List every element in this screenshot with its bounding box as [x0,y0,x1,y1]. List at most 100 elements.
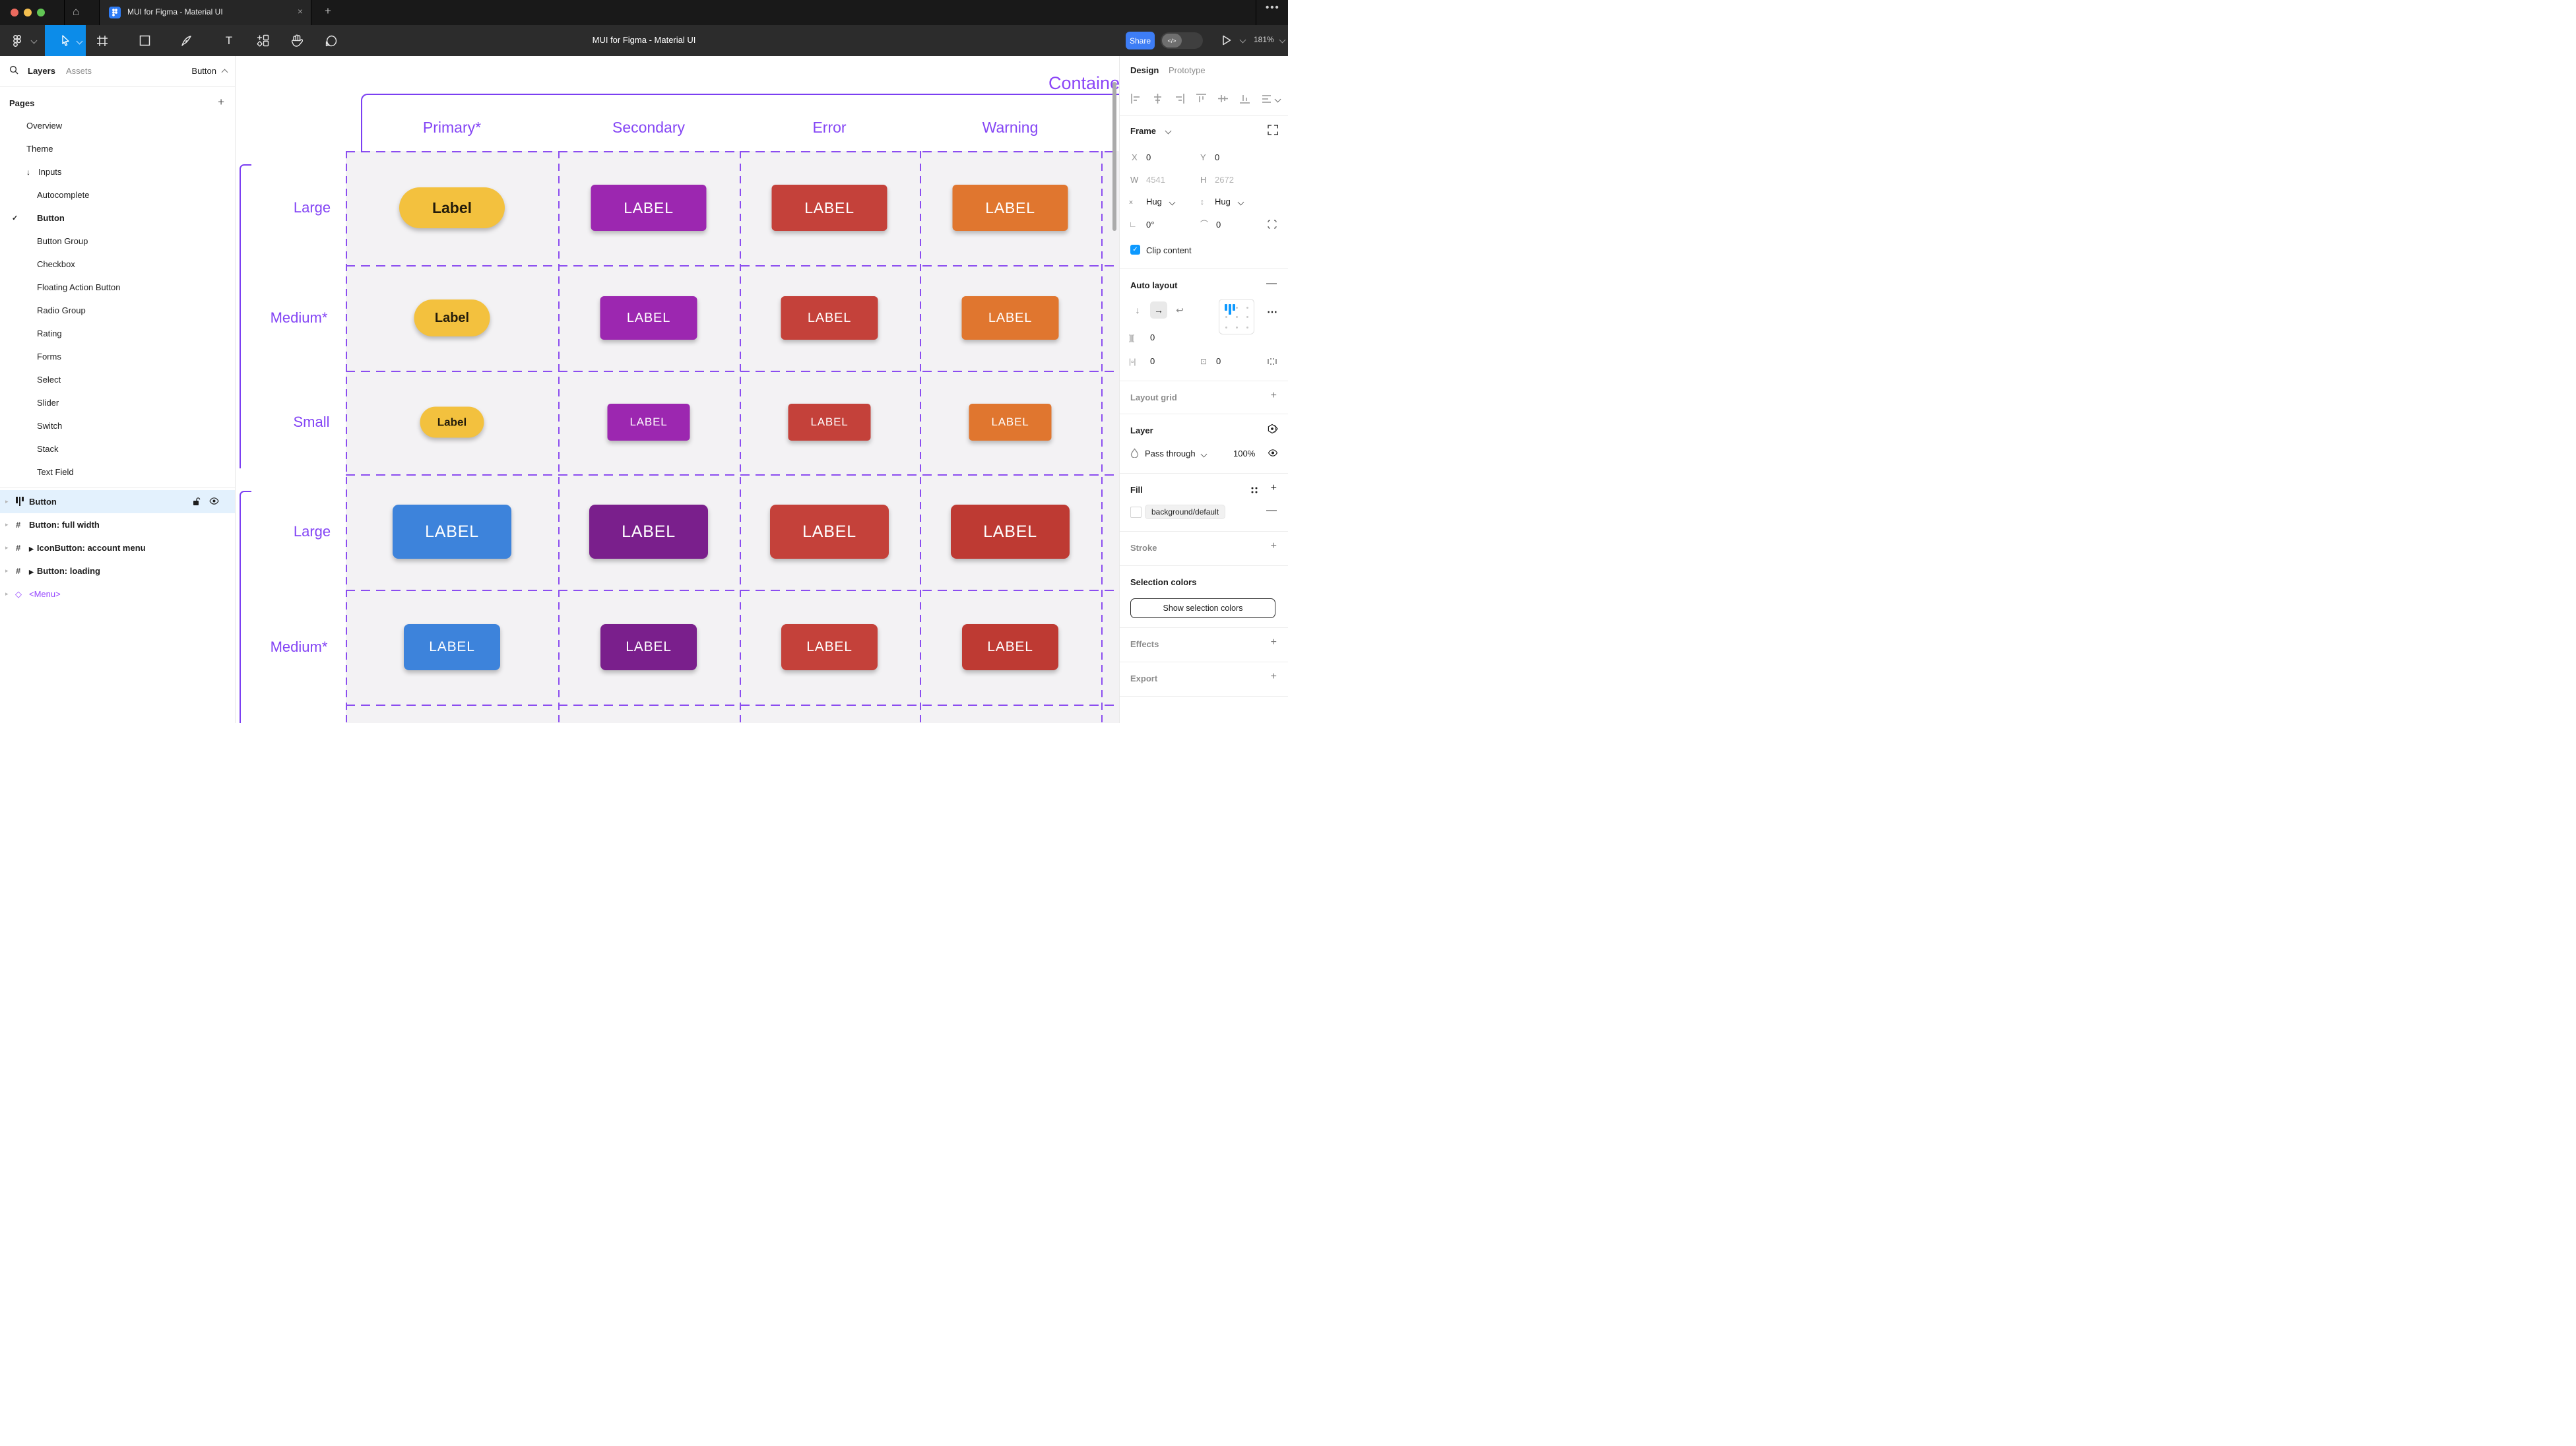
file-tab[interactable]: MUI for Figma - Material UI × [99,0,311,25]
page-item[interactable]: Text Field [37,467,74,477]
layer-row-button[interactable]: ▸ Button [0,490,235,513]
button-component[interactable]: LABEL [393,505,511,559]
fill-style-chip[interactable]: background/default [1145,505,1226,519]
gap-value[interactable]: 0 [1150,332,1155,342]
independent-padding-icon[interactable] [1268,357,1277,366]
layer-row-frame[interactable]: ▸ # Button: full width [5,520,100,530]
button-component[interactable]: LABEL [969,404,1052,441]
button-component[interactable]: LABEL [607,404,690,441]
align-right-icon[interactable] [1174,93,1185,104]
blend-mode-value[interactable]: Pass through [1145,449,1196,458]
opacity-value[interactable]: 100% [1233,449,1256,458]
layer-row-frame[interactable]: ▸ # ▶Button: loading [5,566,100,576]
page-item[interactable]: Rating [37,329,62,338]
x-value[interactable]: 0 [1146,152,1151,162]
rotation-value[interactable]: 0° [1146,220,1155,230]
button-component[interactable]: LABEL [951,505,1070,559]
page-item[interactable]: Stack [37,444,59,454]
new-tab-button[interactable]: + [325,5,331,17]
clip-content-label[interactable]: Clip content [1146,245,1192,255]
button-component[interactable]: LABEL [404,624,500,670]
independent-corners-icon[interactable] [1268,220,1277,229]
rectangle-tool-button[interactable] [135,25,154,56]
expand-chevron-icon[interactable]: ▸ [5,521,9,528]
h-value[interactable]: 2672 [1215,175,1234,185]
button-component[interactable]: LABEL [952,185,1068,231]
page-item[interactable]: Forms [37,352,61,362]
remove-auto-layout-button[interactable]: — [1266,278,1277,289]
corner-radius-value[interactable]: 0 [1216,220,1221,230]
share-button[interactable]: Share [1126,32,1155,49]
chevron-down-icon[interactable] [1237,199,1244,206]
auto-layout-more-icon[interactable]: ⋯ [1267,307,1278,318]
hug-height-value[interactable]: Hug [1215,197,1231,206]
search-icon[interactable] [9,65,18,75]
pen-tool-button[interactable] [177,25,197,56]
button-component[interactable]: LABEL [961,296,1059,340]
frame-section-header[interactable]: Frame [1130,126,1157,136]
page-item[interactable]: Radio Group [37,305,86,315]
layer-row-instance[interactable]: ▸ ◇ <Menu> [5,588,61,600]
align-bottom-icon[interactable] [1239,93,1250,104]
chevron-down-icon[interactable] [1200,451,1208,458]
button-component[interactable]: LABEL [788,404,871,441]
chevron-down-icon[interactable] [1165,127,1172,135]
window-overflow-icon[interactable]: ••• [1266,2,1280,13]
auto-layout-header[interactable]: Auto layout [1130,280,1178,290]
page-selector[interactable]: Button [191,66,216,76]
clip-content-checkbox[interactable]: ✓ [1130,245,1140,255]
effects-section-header[interactable]: Effects [1130,639,1159,649]
layout-grid-header[interactable]: Layout grid [1130,393,1177,402]
fill-color-swatch[interactable] [1130,507,1142,518]
remove-fill-button[interactable]: — [1266,505,1277,516]
button-component[interactable]: LABEL [600,624,697,670]
align-v-center-icon[interactable] [1217,93,1229,104]
layout-vertical-button[interactable]: ↓ [1135,305,1140,315]
button-component[interactable]: LABEL [771,185,887,231]
text-tool-button[interactable]: T [225,34,233,47]
page-item[interactable]: Button Group [37,236,88,246]
page-item[interactable]: Select [37,375,61,385]
button-component[interactable]: LABEL [962,624,1058,670]
frame-tool-button[interactable] [92,25,112,56]
distribute-chevron-icon[interactable] [1274,96,1281,103]
expand-chevron-icon[interactable]: ▸ [5,498,9,505]
align-left-icon[interactable] [1130,93,1142,104]
y-value[interactable]: 0 [1215,152,1220,162]
alignment-grid-widget[interactable] [1219,299,1254,334]
chevron-up-icon[interactable] [221,69,228,76]
expand-chevron-icon[interactable]: ▸ [5,567,9,574]
distribute-icon[interactable] [1261,93,1272,104]
actions-tool-button[interactable] [252,25,273,56]
button-component[interactable]: Label [420,406,484,438]
padding-v-value[interactable]: 0 [1216,356,1221,366]
canvas-scrollbar[interactable] [1112,82,1116,231]
dev-mode-toggle[interactable]: </> [1161,32,1203,49]
tab-close-icon[interactable]: × [297,6,303,16]
blend-mode-icon[interactable] [1267,424,1278,435]
eye-icon[interactable] [209,497,219,505]
move-tool-button[interactable] [45,25,86,56]
comment-tool-button[interactable] [321,25,342,56]
padding-h-value[interactable]: 0 [1150,356,1155,366]
traffic-minimize-icon[interactable] [24,9,32,16]
expand-chevron-icon[interactable]: ▸ [5,544,9,551]
unlock-icon[interactable] [192,497,201,506]
collapse-icon[interactable] [1268,125,1278,135]
page-item-inputs[interactable]: ↓Inputs [26,167,62,177]
page-item[interactable]: Theme [26,144,53,154]
button-component[interactable]: Label [399,187,505,228]
zoom-level[interactable]: 181% [1254,35,1274,44]
button-component[interactable]: LABEL [600,296,697,340]
tab-layers[interactable]: Layers [28,66,55,76]
add-layout-grid-button[interactable]: + [1270,390,1277,401]
add-page-button[interactable]: + [218,96,224,108]
page-item[interactable]: Floating Action Button [37,282,121,292]
home-icon[interactable]: ⌂ [73,5,80,18]
export-section-header[interactable]: Export [1130,674,1158,683]
tab-assets[interactable]: Assets [66,66,92,76]
hug-width-value[interactable]: Hug [1146,197,1162,206]
add-export-button[interactable]: + [1270,671,1277,682]
button-component[interactable]: LABEL [781,296,878,340]
hand-tool-button[interactable] [286,25,307,56]
